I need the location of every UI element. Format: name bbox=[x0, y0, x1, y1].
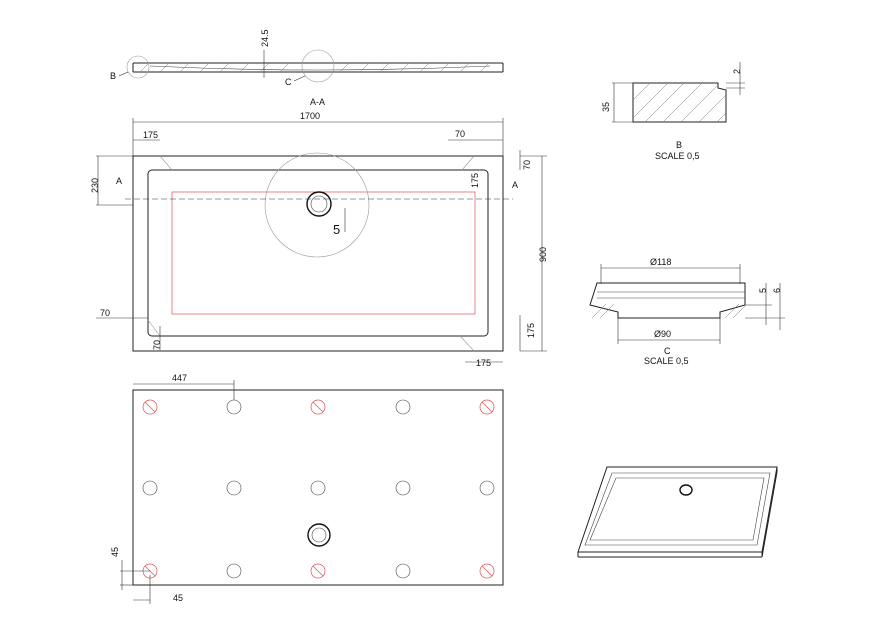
detail-b-scale: SCALE 0,5 bbox=[655, 151, 700, 161]
top-view: A A 5 1700 175 70 900 70 175 175 175 230… bbox=[90, 111, 548, 368]
detail-b: 35 2 B SCALE 0,5 bbox=[601, 62, 745, 161]
detail-c-letter: C bbox=[664, 346, 671, 356]
dim-left-rim: 70 bbox=[100, 308, 110, 318]
drain-outer bbox=[306, 191, 332, 217]
dim-right-top-offset: 70 bbox=[522, 160, 532, 170]
dim-right-bottom-offset: 175 bbox=[526, 323, 536, 338]
dim-section-thickness: 24.5 bbox=[260, 29, 270, 47]
dim-detail-c-depth-6: 6 bbox=[772, 288, 782, 293]
section-a-a-view: B C 24.5 A-A bbox=[110, 29, 504, 107]
drain-inner bbox=[310, 195, 328, 213]
iso-drain bbox=[679, 484, 693, 496]
dim-detail-b-step: 2 bbox=[732, 69, 742, 74]
dim-right-height: 900 bbox=[538, 247, 548, 262]
dim-detail-c-depth-5: 5 bbox=[758, 288, 768, 293]
section-title: A-A bbox=[310, 97, 325, 107]
feet-row-top bbox=[142, 399, 495, 415]
cut-a-left: A bbox=[116, 176, 122, 186]
dim-detail-b-height: 35 bbox=[601, 102, 611, 112]
bottom-view: 447 45 45 bbox=[110, 373, 504, 604]
drain-area-circle bbox=[264, 152, 370, 258]
dim-top-length: 1700 bbox=[300, 111, 320, 121]
dim-detail-c-inner-dia: Ø90 bbox=[654, 329, 671, 339]
cut-a-right: A bbox=[512, 180, 518, 190]
callout-c-circle bbox=[301, 49, 335, 83]
dim-bottom-right-offset: 175 bbox=[476, 358, 491, 368]
dim-bottom-margin-v: 45 bbox=[110, 547, 120, 557]
dim-bottom-margin-h: 45 bbox=[173, 593, 183, 603]
detail-c: Ø118 Ø90 5 6 C SCALE 0,5 bbox=[589, 257, 785, 366]
detail-b-letter: B bbox=[676, 140, 682, 150]
callout-b-circle bbox=[126, 55, 150, 79]
dim-top-left-offset: 175 bbox=[143, 130, 158, 140]
callout-c-label: C bbox=[285, 77, 292, 87]
callout-b-label: B bbox=[110, 71, 116, 81]
isometric-view bbox=[577, 466, 778, 558]
dim-top-right-offset: 70 bbox=[455, 129, 465, 139]
dim-bottom-left-rim: 70 bbox=[152, 340, 162, 350]
dim-detail-c-outer-dia: Ø118 bbox=[650, 257, 671, 267]
drain-number: 5 bbox=[333, 222, 340, 237]
bottom-drain bbox=[307, 523, 331, 547]
feet-row-bottom bbox=[142, 563, 495, 579]
dim-left-drain-offset: 230 bbox=[90, 178, 100, 193]
dim-bottom-spacing: 447 bbox=[172, 373, 187, 383]
dim-inner-right-175: 175 bbox=[470, 173, 480, 188]
detail-c-scale: SCALE 0,5 bbox=[644, 356, 689, 366]
feet-row-middle bbox=[142, 480, 495, 496]
